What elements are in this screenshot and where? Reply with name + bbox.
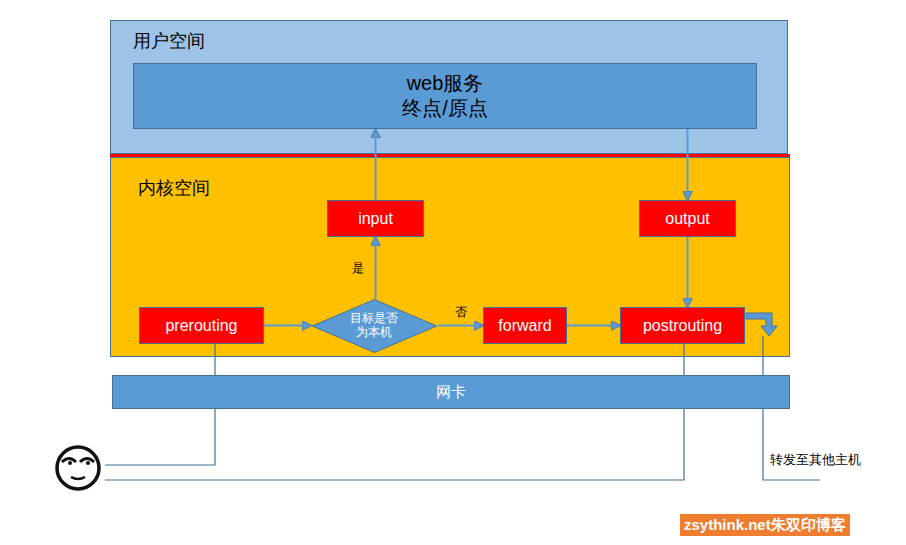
- node-text: postrouting: [643, 316, 722, 336]
- region-title: 内核空间: [138, 176, 210, 200]
- face-outline: [57, 447, 99, 489]
- nic-bar: 网卡: [112, 375, 790, 409]
- node-text: 终点/原点: [402, 96, 488, 121]
- node-text: input: [358, 209, 393, 229]
- diamond-outline: [312, 300, 436, 353]
- user-face: [57, 447, 99, 489]
- bent-arrow: [746, 313, 777, 336]
- face-pupil: [86, 461, 90, 465]
- node-text: forward: [498, 316, 551, 336]
- flow-arrow: [687, 237, 689, 307]
- node-text: web服务: [407, 71, 484, 96]
- user-space-band: 用户空间 web服务终点/原点: [110, 20, 788, 154]
- chain-box: output: [639, 200, 736, 237]
- edge-label: 否: [453, 305, 469, 319]
- flow-arrow: [375, 237, 377, 299]
- node-text: 目标是否为本机: [349, 312, 399, 340]
- flow-arrow: [438, 325, 483, 327]
- face-pupil: [68, 461, 72, 465]
- chain-box: postrouting: [620, 307, 745, 344]
- flow-arrow: [264, 325, 311, 327]
- flow-arrow: [375, 129, 377, 200]
- decision-diamond: 目标是否为本机: [311, 299, 438, 353]
- chain-box: forward: [483, 307, 567, 344]
- chain-box: input: [327, 200, 424, 237]
- note-label: 转发至其他主机: [770, 452, 861, 469]
- node-text: output: [665, 209, 709, 229]
- face-mouth: [71, 477, 85, 479]
- node-text: 网卡: [436, 383, 466, 402]
- region-title: 用户空间: [133, 29, 205, 53]
- watermark: zsythink.net朱双印博客: [680, 514, 850, 536]
- flow-arrow: [687, 129, 689, 200]
- edge-label: 是: [350, 261, 366, 275]
- service-box: web服务终点/原点: [133, 63, 757, 129]
- chain-box: prerouting: [139, 307, 264, 344]
- flow-arrow: [567, 325, 620, 327]
- outgoing-wire: [105, 343, 684, 480]
- incoming-wire: [105, 343, 215, 465]
- node-text: prerouting: [165, 316, 237, 336]
